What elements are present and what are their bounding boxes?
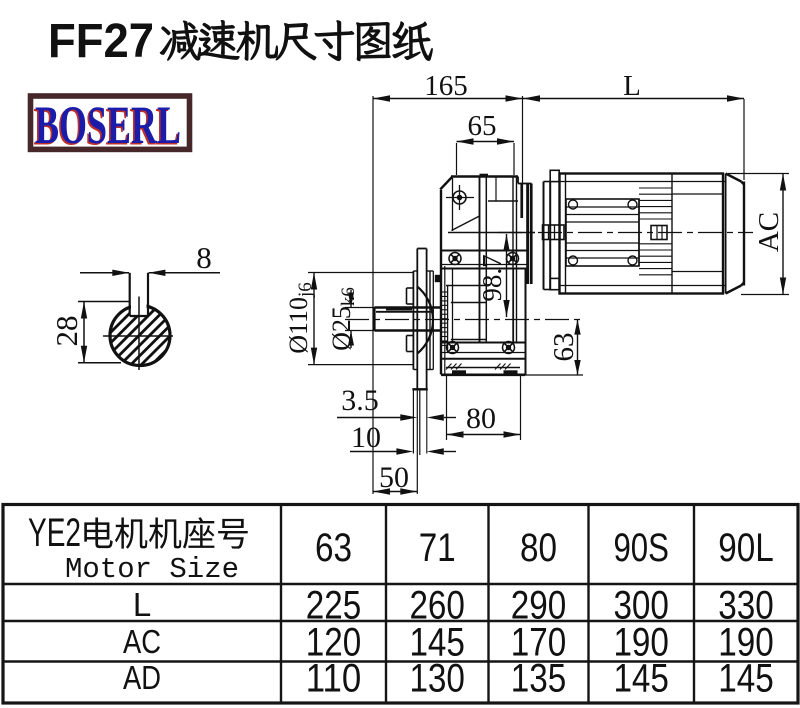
svg-text:Ø110j6: Ø110j6 xyxy=(284,282,316,354)
svg-text:130: 130 xyxy=(409,657,465,701)
svg-text:165: 165 xyxy=(424,70,468,102)
svg-text:65: 65 xyxy=(468,110,497,142)
svg-text:71: 71 xyxy=(419,526,456,570)
svg-text:28: 28 xyxy=(49,316,84,347)
svg-text:90L: 90L xyxy=(718,526,774,570)
svg-text:145: 145 xyxy=(718,657,774,701)
svg-text:80: 80 xyxy=(466,402,496,435)
svg-text:YE2: YE2 xyxy=(28,511,81,555)
svg-text:10: 10 xyxy=(351,421,381,454)
svg-text:135: 135 xyxy=(511,657,567,701)
svg-text:225: 225 xyxy=(306,584,362,628)
svg-text:AD: AD xyxy=(123,659,161,696)
svg-text:L: L xyxy=(133,586,151,623)
svg-text:110: 110 xyxy=(306,657,362,701)
svg-text:300: 300 xyxy=(613,584,669,628)
svg-text:BOSERL: BOSERL xyxy=(35,95,181,155)
svg-text:170: 170 xyxy=(511,621,567,665)
svg-text:90S: 90S xyxy=(613,526,669,570)
svg-text:3.5: 3.5 xyxy=(341,384,379,417)
svg-text:190: 190 xyxy=(718,621,774,665)
svg-text:Motor Size: Motor Size xyxy=(65,553,239,586)
svg-text:FF27: FF27 xyxy=(48,15,154,68)
svg-text:AC: AC xyxy=(753,212,785,252)
svg-text:BOSERL: BOSERL xyxy=(33,97,179,157)
svg-text:98.7: 98.7 xyxy=(477,254,507,301)
svg-text:330: 330 xyxy=(718,584,774,628)
svg-text:63: 63 xyxy=(548,333,580,362)
svg-text:80: 80 xyxy=(520,526,557,570)
svg-text:8: 8 xyxy=(196,240,212,275)
svg-text:50: 50 xyxy=(379,461,409,494)
svg-text:260: 260 xyxy=(409,584,465,628)
svg-text:63: 63 xyxy=(315,526,352,570)
svg-text:145: 145 xyxy=(409,621,465,665)
svg-text:AC: AC xyxy=(123,623,161,660)
svg-text:L: L xyxy=(623,70,641,102)
svg-text:290: 290 xyxy=(511,584,567,628)
svg-text:190: 190 xyxy=(613,621,669,665)
svg-text:145: 145 xyxy=(613,657,669,701)
svg-text:120: 120 xyxy=(306,621,362,665)
